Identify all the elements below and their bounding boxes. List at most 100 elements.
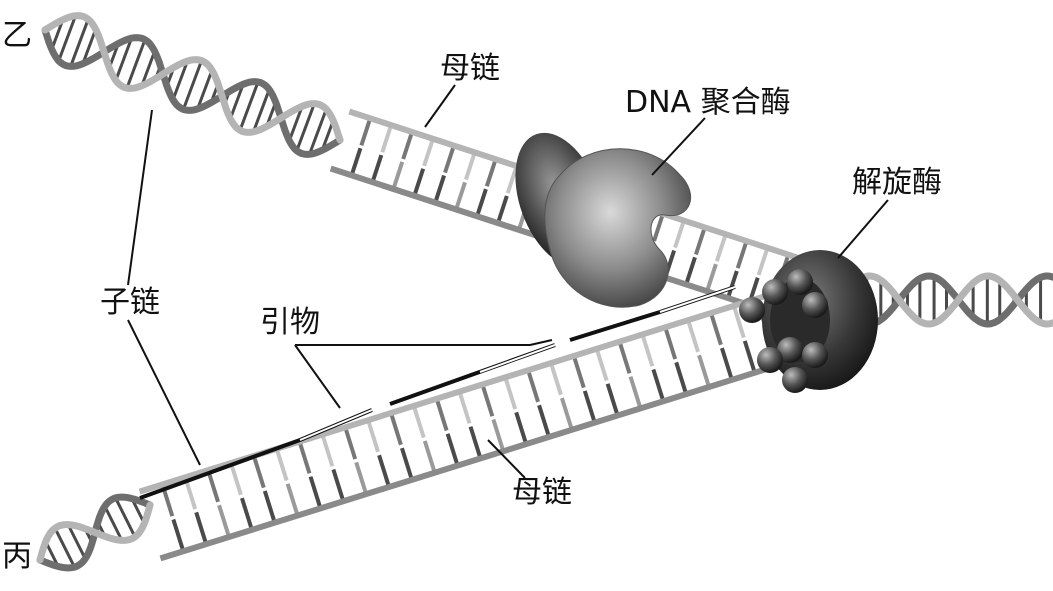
- helix-base-pair: [308, 108, 328, 155]
- ladder-base: [433, 174, 446, 204]
- ladder-base: [320, 433, 335, 467]
- dna-polymerase-shape: [515, 132, 692, 308]
- helix-base-pair: [287, 105, 304, 142]
- label-dna-polymerase: DNA 聚合酶: [625, 85, 791, 120]
- ladder-base: [514, 411, 529, 445]
- ladder-base: [454, 181, 467, 211]
- helix-base-pair: [57, 15, 77, 62]
- primer-marker: [479, 344, 556, 373]
- leader-parent-top: [424, 84, 456, 128]
- ladder-base: [434, 398, 449, 432]
- primer-marker: [299, 409, 373, 441]
- helix-backbone: [41, 12, 344, 144]
- ladder-base: [274, 448, 289, 482]
- ladder-base: [285, 483, 300, 517]
- ladder-base: [537, 404, 551, 438]
- ladder-base: [673, 219, 686, 249]
- ladder-base: [640, 333, 655, 367]
- helicase-shape: [739, 250, 878, 393]
- ladder-base: [331, 468, 346, 502]
- ladder-base: [240, 497, 254, 531]
- label-primer: 引物: [260, 305, 320, 340]
- helix-backbone: [41, 26, 344, 158]
- ladder-base: [605, 383, 620, 417]
- ladder-base: [359, 117, 373, 147]
- ladder-base: [377, 454, 391, 488]
- ladder-base: [582, 390, 597, 424]
- ladder-base: [684, 256, 697, 286]
- ladder-base: [422, 440, 437, 474]
- ladder-base: [560, 397, 574, 431]
- helix-base-pair: [103, 505, 124, 542]
- helix-base-pair: [66, 523, 87, 560]
- ladder-base: [217, 504, 231, 538]
- ladder-base: [171, 518, 186, 552]
- leader-lines: [127, 84, 889, 479]
- ladder-base: [389, 412, 403, 446]
- leader-primer-left: [294, 344, 341, 409]
- ladder-base: [443, 144, 456, 174]
- helix-base-pair: [50, 19, 65, 50]
- ladder-base: [674, 361, 689, 395]
- ladder-base: [484, 158, 498, 187]
- daughter-strand-segment: [569, 310, 661, 342]
- ladder-base: [468, 426, 483, 460]
- ladder-base: [262, 490, 277, 524]
- label-parent-strand-bottom: 母链: [512, 475, 572, 510]
- leader-daughter-upper: [127, 109, 153, 286]
- label-end-bottom: 丙: [2, 539, 32, 574]
- helix-base-pair: [114, 497, 137, 538]
- helix-base-pair: [228, 83, 245, 120]
- ladder-base: [370, 154, 384, 183]
- ladder-base: [496, 195, 509, 224]
- daughter-strand-segments: [139, 285, 736, 500]
- double-helix-top-left: [41, 12, 344, 158]
- helix-base-pair: [320, 120, 335, 151]
- ladder-base: [343, 426, 358, 460]
- label-end-top: 乙: [2, 18, 32, 53]
- ladder-base: [714, 233, 728, 262]
- ladder-base: [726, 270, 739, 299]
- ladder-base: [349, 147, 363, 176]
- helix-base-pair: [182, 60, 203, 110]
- ladder-base: [571, 355, 586, 389]
- label-daughter-strand: 子链: [100, 285, 160, 320]
- ladder-base: [709, 312, 723, 346]
- ladder-base: [503, 376, 518, 410]
- ladder-base: [229, 462, 243, 496]
- ladder-base: [756, 247, 770, 276]
- ladder-base: [617, 340, 632, 374]
- ladder-base: [652, 213, 665, 242]
- ladder-base: [401, 131, 414, 160]
- ladder-base: [594, 348, 609, 382]
- ladder-base: [380, 124, 394, 153]
- ladder-base: [697, 354, 711, 388]
- helix-base-pair: [125, 39, 147, 89]
- helix-base-pair: [53, 527, 76, 568]
- ladder-base: [505, 165, 519, 194]
- helix-base-pair: [238, 81, 260, 131]
- ladder-base: [422, 138, 435, 167]
- ladder-base: [694, 226, 707, 256]
- ladder-base: [735, 240, 749, 269]
- ladder-base: [480, 383, 495, 417]
- leader-primer-right: [529, 339, 553, 346]
- helix-base-pair: [295, 103, 316, 152]
- leader-parent-bottom: [487, 439, 526, 479]
- ladder-base: [457, 390, 472, 424]
- ladder-base: [354, 461, 369, 495]
- helix-base-pair: [69, 18, 90, 67]
- daughter-strand-segment: [139, 438, 301, 500]
- ladder-base: [445, 433, 460, 467]
- helix-backbone: [836, 272, 1053, 328]
- leading-strand-ladder: [138, 288, 802, 562]
- ladder-base: [308, 476, 323, 510]
- ladder-base: [366, 419, 380, 453]
- ladder-base: [526, 369, 540, 403]
- ladder-base: [731, 305, 746, 339]
- ladder-base: [651, 368, 666, 402]
- helix-base-pair: [252, 89, 271, 133]
- ladder-base: [742, 340, 757, 374]
- ladder-base: [720, 347, 734, 381]
- ladder-base: [412, 168, 426, 197]
